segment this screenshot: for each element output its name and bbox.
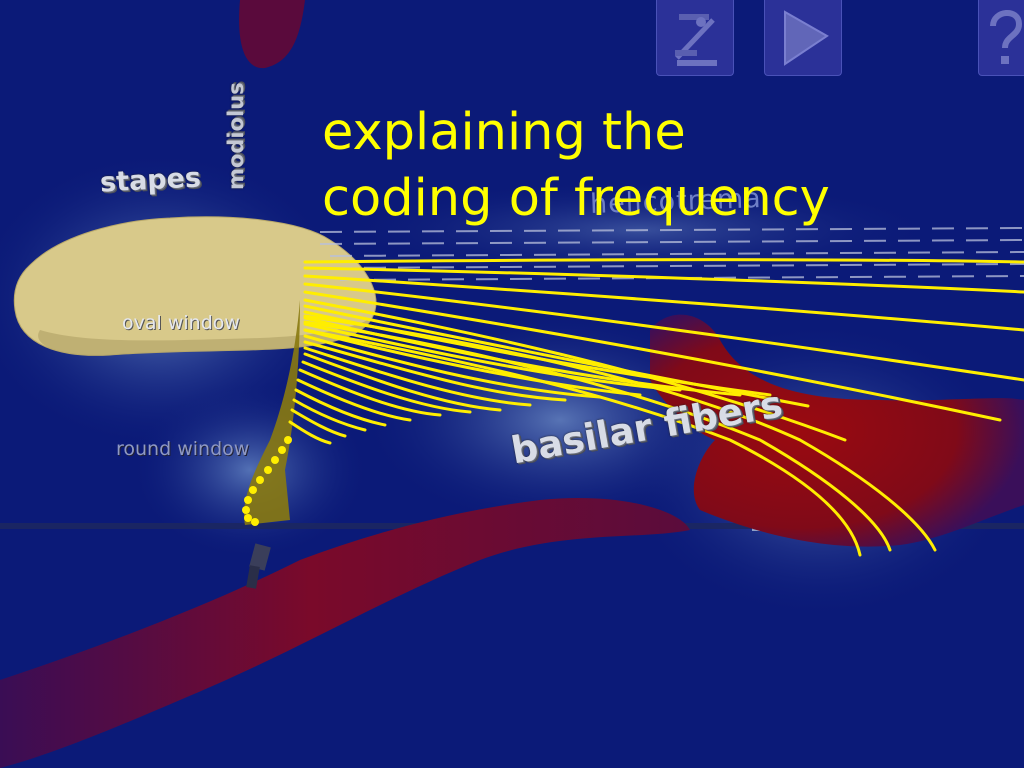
settings-button[interactable] xyxy=(656,0,734,76)
basilar-membrane xyxy=(650,314,1024,547)
spiral-column xyxy=(244,300,300,525)
small-figure xyxy=(246,543,271,589)
glow-round xyxy=(130,380,370,560)
person-sliders-icon xyxy=(675,14,717,66)
play-button[interactable] xyxy=(764,0,842,76)
oval-window-label: oval window xyxy=(122,312,240,334)
spiral-beads xyxy=(242,436,292,526)
help-button[interactable] xyxy=(978,0,1024,76)
title-line-2: coding of frequency xyxy=(322,169,830,228)
modiolus-label: modiolus xyxy=(224,82,248,190)
stapes-shading xyxy=(38,318,372,356)
round-window-label: round window xyxy=(116,438,250,460)
lower-tube xyxy=(0,498,690,768)
upper-tube xyxy=(239,0,305,69)
slide-title: explaining the coding of frequency xyxy=(322,100,1002,232)
question-icon xyxy=(990,10,1023,64)
play-icon xyxy=(784,10,829,66)
title-line-1: explaining the xyxy=(322,103,686,162)
basilar-fibers xyxy=(288,258,1024,557)
stapes-label: stapes xyxy=(99,162,202,199)
